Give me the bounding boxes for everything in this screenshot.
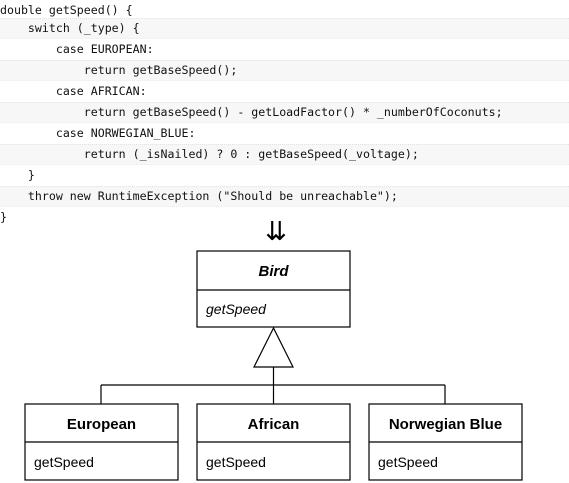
code-line: return (_isNailed) ? 0 : getBaseSpeed(_v… [0,144,569,165]
class-norwegian-blue: Norwegian Blue getSpeed [368,403,523,481]
class-name: Norwegian Blue [389,416,502,433]
code-line: case NORWEGIAN_BLUE: [0,126,196,140]
method-name: getSpeed [206,454,266,470]
code-line: } [0,168,35,182]
class-bird: Bird getSpeed [196,250,351,328]
code-line: double getSpeed() { [0,3,133,17]
method-name: getSpeed [378,454,438,470]
inheritance-connector [100,326,446,404]
code-line: case AFRICAN: [0,84,147,98]
class-name: Bird [259,263,290,280]
class-name: African [248,416,300,433]
generalization-triangle-icon [253,326,294,368]
code-line: return getBaseSpeed() - getLoadFactor() … [0,102,569,123]
double-down-arrow-icon: ⇊ [265,217,287,247]
code-line: case EUROPEAN: [0,42,154,56]
code-line: } [0,210,7,224]
code-line: return getBaseSpeed(); [0,60,569,81]
code-line: throw new RuntimeException ("Should be u… [0,186,569,207]
method-name: getSpeed [206,301,267,317]
class-european: European getSpeed [24,403,179,481]
method-name: getSpeed [34,454,94,470]
class-name: European [67,416,136,433]
code-line: switch (_type) { [0,18,569,39]
class-african: African getSpeed [196,403,351,481]
